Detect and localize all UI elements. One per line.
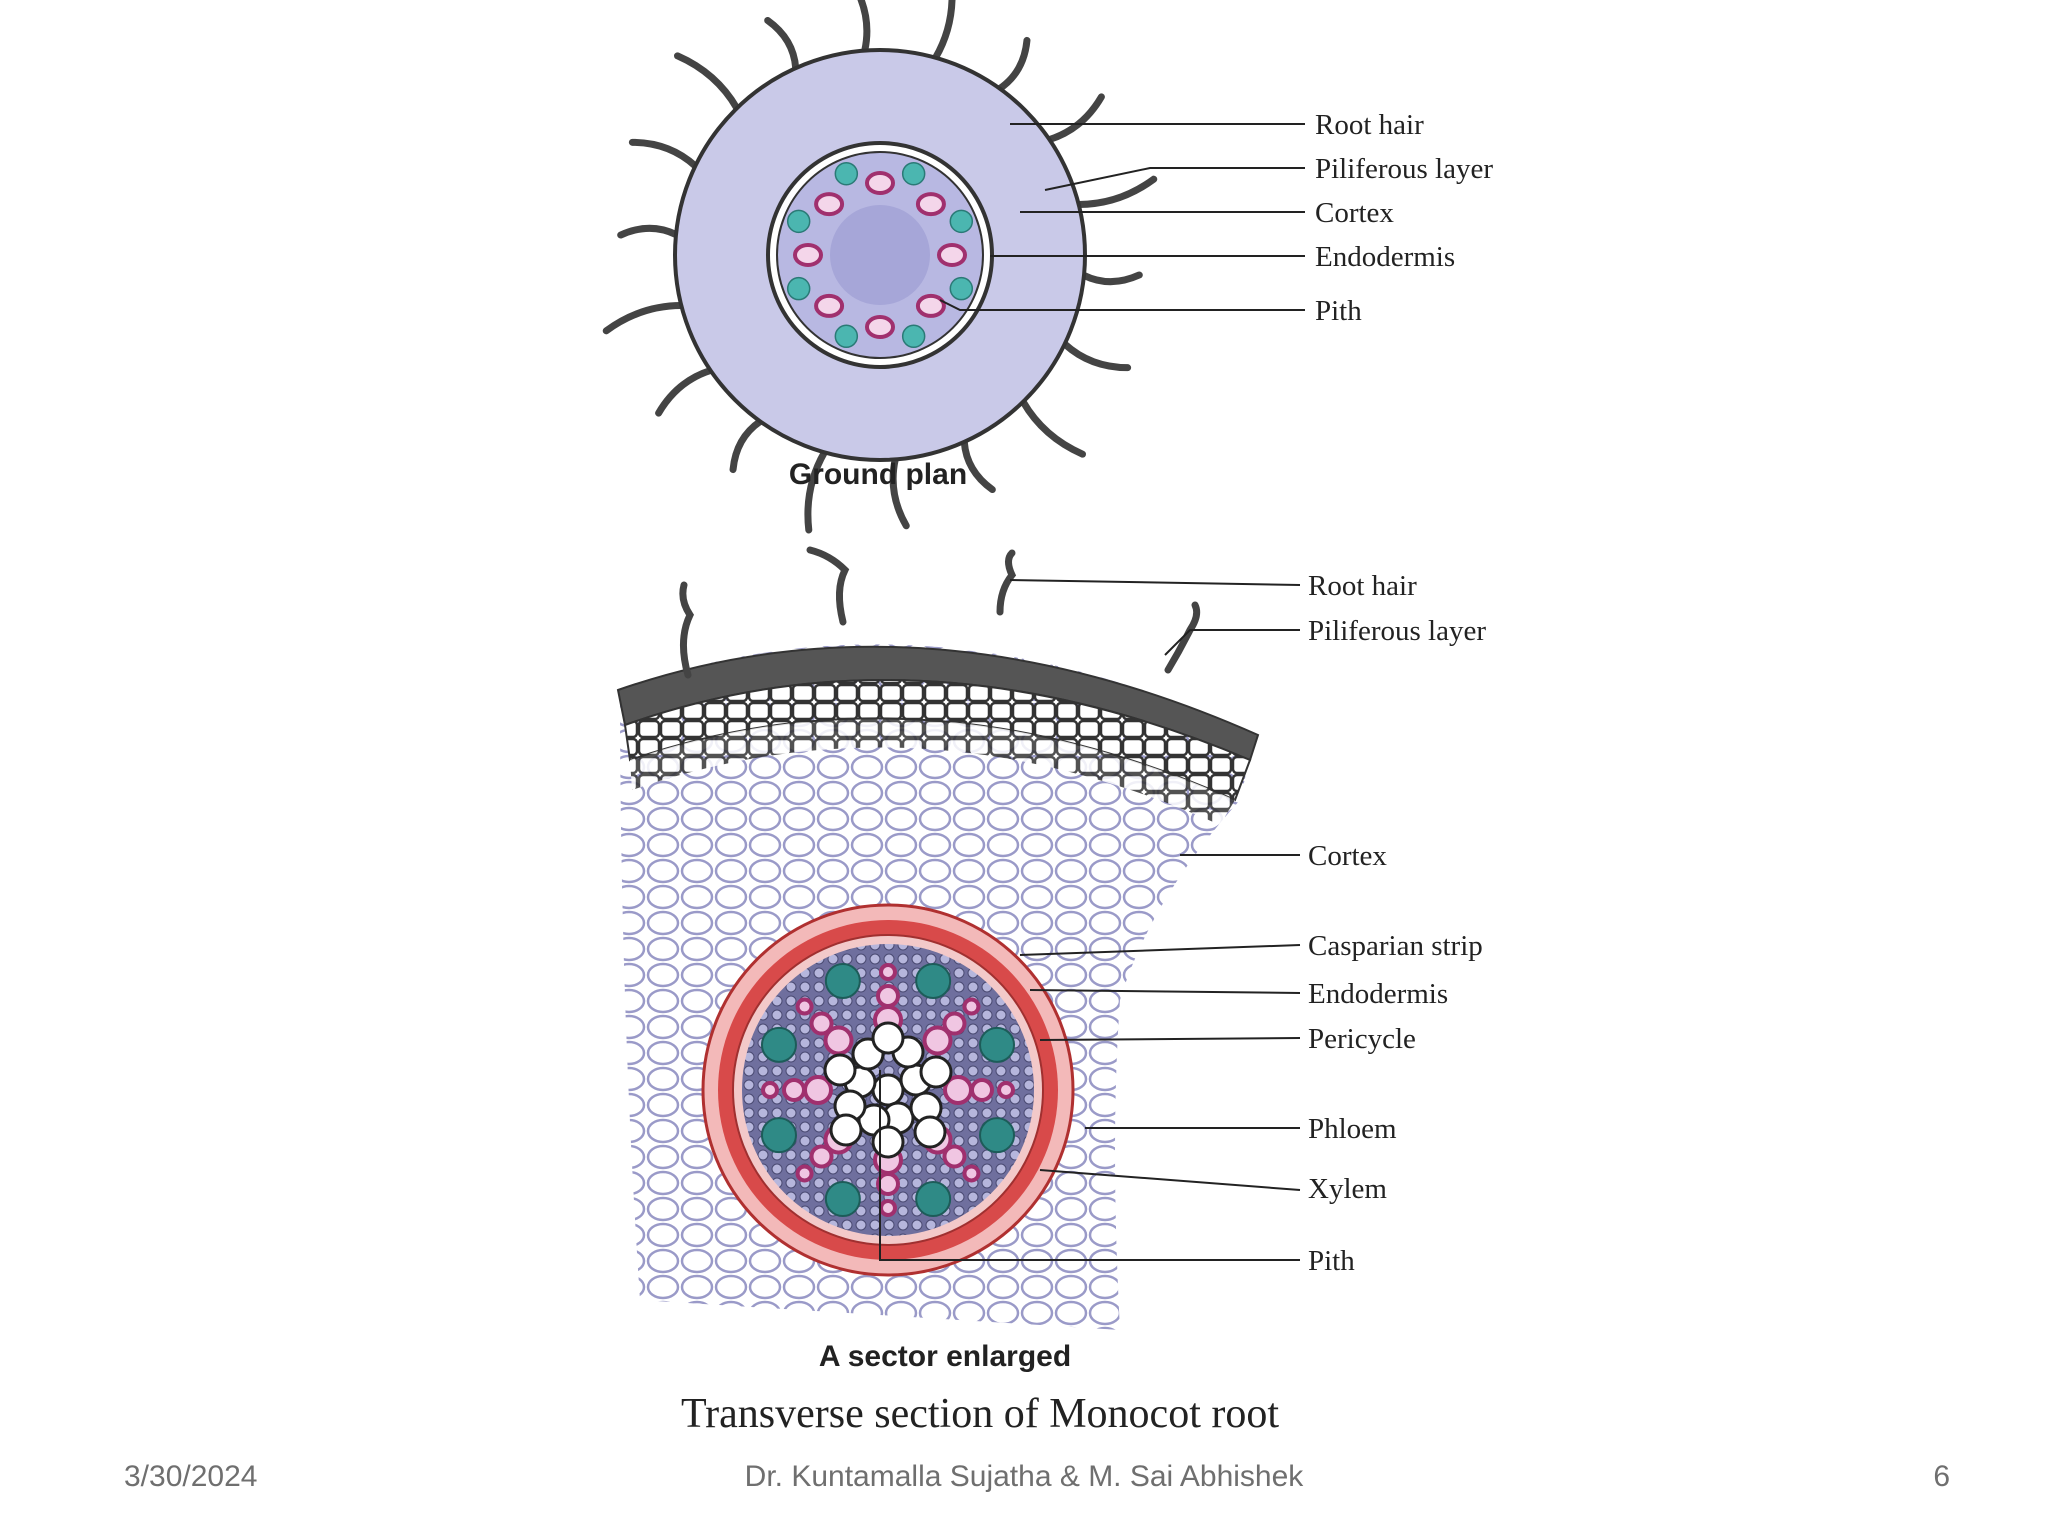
phloem-patch (979, 1026, 1016, 1063)
root-hair (889, 455, 910, 530)
xylem-vessel (879, 963, 897, 981)
sector-label-piliferous-layer: Piliferous layer (1308, 615, 1486, 647)
root-hair (1019, 398, 1087, 458)
xylem-vessel (962, 1164, 981, 1183)
xylem-vessel (814, 293, 845, 318)
root-hair (1045, 93, 1105, 144)
xylem-vessel (814, 192, 845, 217)
phloem-patch (915, 962, 952, 999)
root-hair (1075, 175, 1158, 208)
root-hairs (602, 0, 1158, 534)
phloem-patch (786, 209, 811, 234)
ground-plan-vascular-bundles (786, 161, 974, 349)
xylem-vessel (803, 1075, 833, 1105)
root-hair (996, 36, 1031, 93)
phloem-patch (760, 1117, 797, 1154)
root-hair (764, 16, 800, 72)
root-hair (602, 302, 685, 335)
xylem-vessel (782, 1078, 806, 1102)
footer-date: 3/30/2024 (124, 1460, 258, 1493)
sector-label-pith: Pith (1308, 1245, 1355, 1277)
phloem-patch (901, 324, 926, 349)
xylem-vessel (795, 1164, 814, 1183)
root-hair (804, 448, 828, 534)
root-hair (617, 224, 680, 239)
root-hair (655, 366, 715, 417)
phloem-patch (824, 1181, 861, 1218)
ground-plan-label-piliferous-layer: Piliferous layer (1315, 153, 1493, 185)
phloem-patch (901, 161, 926, 186)
pith-cell (913, 1115, 947, 1149)
sector-leaders (879, 579, 1301, 1261)
phloem-patch (760, 1026, 797, 1063)
sector-label-xylem: Xylem (1308, 1173, 1387, 1205)
sector-caption: A sector enlarged (819, 1340, 1071, 1373)
sector-label-casparian-strip: Casparian strip (1308, 930, 1483, 962)
xylem-vessel (915, 293, 946, 318)
xylem-vessel (942, 1144, 967, 1169)
figure-title: Transverse section of Monocot root (681, 1391, 1279, 1437)
root-hair (857, 0, 871, 55)
pith-cell (829, 1113, 863, 1147)
pith-cell (823, 1053, 857, 1087)
xylem-vessel (915, 192, 946, 217)
ground-plan-leaders (939, 123, 1305, 311)
footer-page-number: 6 (1933, 1460, 1950, 1493)
root-hair (1080, 271, 1143, 286)
phloem-patch (786, 276, 811, 301)
xylem-vessel (879, 1199, 897, 1217)
sector-label-phloem: Phloem (1308, 1113, 1397, 1145)
root-hair (1061, 340, 1132, 372)
sector-outer-cortex (630, 718, 1235, 825)
sector-label-root-hair: Root hair (1308, 570, 1417, 602)
xylem-vessel (865, 315, 895, 339)
pith-cell (919, 1055, 953, 1089)
phloem-patch (915, 1181, 952, 1218)
phloem-patch (824, 962, 861, 999)
xylem-vessel (865, 171, 895, 195)
footer-author: Dr. Kuntamalla Sujatha & M. Sai Abhishek (744, 1460, 1304, 1493)
root-hair (673, 52, 741, 112)
phloem-patch (949, 276, 974, 301)
xylem-vessel (823, 1025, 854, 1056)
xylem-vessel (809, 1144, 834, 1169)
xylem-vessel (793, 243, 823, 267)
sector-label-cortex: Cortex (1308, 840, 1387, 872)
ground-plan-label-cortex: Cortex (1315, 197, 1394, 229)
root-hair (932, 0, 956, 62)
sector-vascular-bundles (760, 962, 1016, 1218)
ground-plan-label-root-hair: Root hair (1315, 109, 1424, 141)
xylem-vessel (795, 997, 814, 1016)
ground-plan-label-pith: Pith (1315, 295, 1362, 327)
sector-pith (823, 1021, 953, 1159)
sector-diagram: Root hair Piliferous layer Cortex Caspar… (616, 546, 1486, 1373)
phloem-patch (834, 161, 859, 186)
pith-cell (871, 1125, 905, 1159)
sector-label-endodermis: Endodermis (1308, 978, 1448, 1010)
pith-cell (871, 1021, 905, 1055)
xylem-vessel (942, 1011, 967, 1036)
ground-plan-diagram: Root hair Piliferous layer Cortex Endode… (602, 0, 1493, 534)
ground-plan-caption: Ground plan (789, 458, 967, 491)
xylem-vessel (876, 984, 900, 1008)
xylem-vessel (922, 1025, 953, 1056)
root-hair (960, 438, 996, 494)
xylem-vessel (876, 1172, 900, 1196)
phloem-patch (834, 324, 859, 349)
xylem-vessel (962, 997, 981, 1016)
sector-label-pericycle: Pericycle (1308, 1023, 1416, 1055)
phloem-patch (979, 1117, 1016, 1154)
xylem-vessel (970, 1078, 994, 1102)
xylem-vessel (937, 243, 967, 267)
root-hair (628, 138, 699, 170)
xylem-vessel (809, 1011, 834, 1036)
phloem-patch (949, 209, 974, 234)
pith-cell (871, 1073, 905, 1107)
root-hair (729, 417, 764, 474)
xylem-vessel (761, 1081, 779, 1099)
ground-plan-label-endodermis: Endodermis (1315, 241, 1455, 273)
ground-plan-pith (830, 205, 930, 305)
xylem-vessel (997, 1081, 1015, 1099)
